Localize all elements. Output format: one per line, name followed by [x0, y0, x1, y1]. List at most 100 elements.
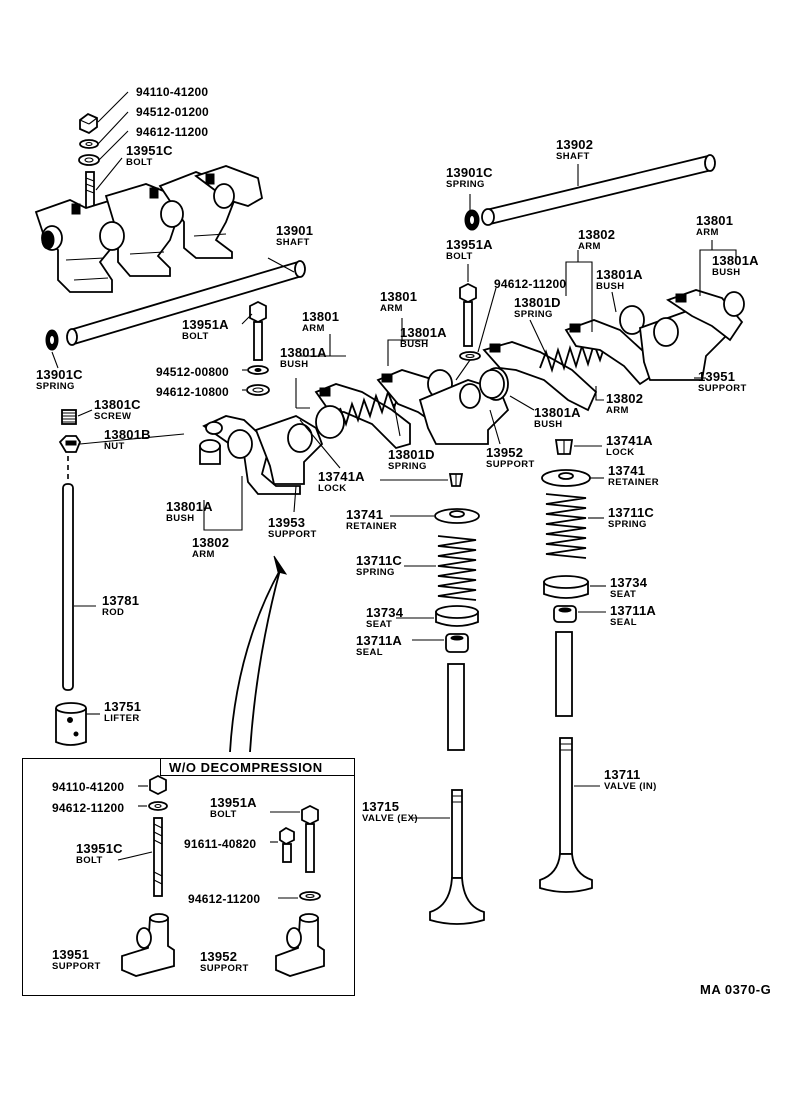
part-number: 94512-01200 [136, 105, 209, 119]
part-name: BUSH [166, 513, 195, 524]
inset-support-13951[interactable] [121, 913, 175, 977]
part-number: 13901C [36, 367, 83, 382]
arm-13801-right[interactable] [479, 341, 598, 412]
washer-94612-mid[interactable] [246, 384, 270, 396]
inset-pointer-arrow [229, 555, 288, 753]
lock-13741a-mid[interactable] [448, 473, 464, 487]
part-number: 94612-11200 [188, 892, 261, 906]
inset-bolt-13951a[interactable] [301, 804, 319, 873]
inset-washer-94612-bottom[interactable] [299, 891, 321, 901]
shaft-13901[interactable] [66, 260, 306, 346]
inset-nut-94110[interactable] [149, 774, 167, 796]
washer-94612-top[interactable] [78, 154, 100, 166]
part-number: 94110-41200 [136, 85, 209, 99]
inset-title: W/O DECOMPRESSION [160, 758, 355, 776]
part-name: ARM [578, 241, 601, 252]
washer-94512-top[interactable] [79, 139, 99, 149]
shaft-13902[interactable] [481, 154, 716, 226]
screw-13801c[interactable] [61, 409, 77, 425]
arm-13801-mid[interactable] [314, 383, 411, 450]
part-name: RETAINER [608, 477, 660, 488]
part-number: 13951 [52, 947, 90, 962]
part-number: 13801A [596, 267, 643, 282]
inset-washer-94612-top[interactable] [148, 801, 168, 811]
part-number: 13953 [268, 515, 306, 530]
valve-guide-left[interactable] [447, 663, 465, 751]
nut-94110-top[interactable] [79, 112, 98, 135]
part-number: 13801C [94, 397, 141, 412]
washer-94512-mid-label: 94512-00800 [156, 364, 229, 380]
spring-13711c-right[interactable] [545, 493, 587, 559]
inset-support-13952[interactable] [275, 913, 325, 977]
inset-bolt-13951c[interactable] [153, 817, 163, 897]
part-name: SPRING [356, 567, 395, 578]
part-name: ARM [606, 405, 629, 416]
retainer-13741-left[interactable] [434, 508, 480, 524]
bolt-13951a-mid[interactable] [249, 300, 267, 361]
part-number: 13802 [192, 535, 230, 550]
inset-bolt-91611[interactable] [279, 826, 295, 863]
part-number: 13801B [104, 427, 151, 442]
seal-13711a-left[interactable] [445, 633, 469, 653]
part-name: BUSH [712, 267, 741, 278]
part-number: 13801A [166, 499, 213, 514]
part-name: SPRING [608, 519, 647, 530]
seal-13711a-right[interactable] [553, 605, 577, 623]
part-name: LIFTER [104, 713, 140, 724]
part-name: BOLT [126, 157, 153, 168]
spring-13801d-mid[interactable] [339, 387, 407, 427]
bush-13801a-left[interactable] [199, 439, 221, 465]
part-number: 13801A [712, 253, 759, 268]
part-name: BOLT [446, 251, 473, 262]
nut-94110-top-label: 94110-41200 [136, 84, 208, 100]
nut-13801b[interactable] [58, 435, 82, 453]
washer-94512-mid[interactable] [247, 365, 269, 375]
part-name: SUPPORT [486, 459, 535, 470]
spring-13901c-right[interactable] [464, 209, 480, 231]
rod-13781[interactable] [62, 483, 74, 691]
valve-13711[interactable] [539, 737, 593, 893]
part-name: LOCK [606, 447, 635, 458]
lifter-13751[interactable] [55, 702, 87, 746]
part-name: RETAINER [346, 521, 398, 532]
seat-13734-right[interactable] [543, 575, 589, 599]
bolt-13951a-right[interactable] [459, 282, 477, 347]
inset-bolt-91611-label: 91611-40820 [184, 836, 256, 852]
arm-13802-left[interactable] [202, 415, 301, 495]
retainer-13741-right[interactable] [541, 469, 591, 487]
part-name: SPRING [388, 461, 427, 472]
part-number: 94110-41200 [52, 780, 125, 794]
valve-guide-right[interactable] [555, 631, 573, 717]
arm-13802-top[interactable] [564, 305, 660, 386]
valve-13715[interactable] [429, 789, 485, 925]
part-name: VALVE (IN) [604, 781, 657, 792]
support-13953[interactable] [254, 415, 324, 485]
lock-13741a-right[interactable] [554, 439, 574, 455]
part-number: 13951C [126, 143, 173, 158]
washer-94612-right-label: 94612-11200 [494, 276, 566, 292]
rocker-assembly-left[interactable] [34, 165, 264, 293]
part-name: SUPPORT [698, 383, 747, 394]
spring-13711c-left[interactable] [437, 535, 477, 601]
part-name: BOLT [210, 809, 237, 820]
part-name: NUT [104, 441, 125, 452]
spring-13901c-left[interactable] [45, 329, 59, 351]
seat-13734-left[interactable] [435, 605, 479, 627]
part-number: 13734 [610, 575, 648, 590]
support-13951[interactable] [639, 309, 728, 381]
part-number: 13801 [696, 213, 734, 228]
part-name: BOLT [76, 855, 103, 866]
part-number: 13801A [534, 405, 581, 420]
washer-94612-right[interactable] [459, 351, 481, 361]
